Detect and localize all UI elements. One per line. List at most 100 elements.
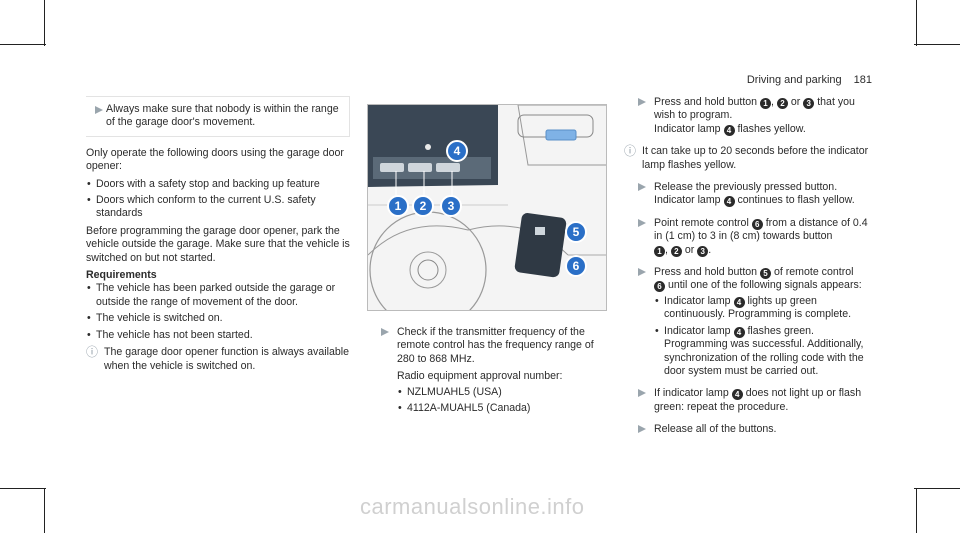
text: from a distance of 0.4 in (1 cm) to 3 in…: [654, 216, 868, 243]
arrow-icon: [638, 218, 646, 227]
badge-6: 6: [751, 218, 763, 230]
step-check-frequency: Check if the transmitter frequency of th…: [367, 326, 607, 416]
list-item: Indicator lamp 4 lights up green continu…: [654, 295, 874, 322]
badge-1: 1: [654, 245, 665, 257]
column-middle: Check if the transmitter frequency of th…: [367, 326, 607, 424]
signal-list: Indicator lamp 4 lights up green continu…: [654, 295, 874, 378]
text: of remote control: [773, 266, 854, 279]
callout-1: 1: [387, 195, 409, 217]
approval-list: NZLMUAHL5 (USA) 4112A-MUAHL5 (Canada): [397, 386, 607, 416]
garage-opener-illustration: 1 2 3 4 5 6: [367, 104, 607, 311]
step-press-hold: Press and hold button 1, 2 or 3 that you…: [624, 96, 874, 136]
badge-4: 4: [731, 389, 743, 401]
list-item: Doors which conform to the current U.S. …: [86, 194, 350, 221]
callout-3: 3: [440, 195, 462, 217]
step-text: Release all of the buttons.: [654, 423, 777, 436]
list-item: Indicator lamp 4 flashes green. Programm…: [654, 325, 874, 379]
step-repeat: If indicator lamp 4 does not light up or…: [624, 387, 874, 414]
text: lights up green continuously. Programmin…: [664, 294, 852, 321]
step-release-all: Release all of the buttons.: [624, 423, 874, 436]
step-point-remote: Point remote control 6 from a distance o…: [624, 217, 874, 257]
crop-mark: [914, 44, 960, 45]
badge-4: 4: [723, 124, 735, 136]
step-text: Check if the transmitter frequency of th…: [397, 326, 594, 365]
radio-label: Radio equipment approval number:: [397, 370, 563, 383]
column-left: Always make sure that nobody is within t…: [86, 96, 350, 382]
watermark: carmanualsonline.info: [360, 494, 585, 519]
step-press-button-5: Press and hold button 5 of remote contro…: [624, 266, 874, 378]
arrow-icon: [638, 183, 646, 192]
text: Indicator lamp: [654, 194, 721, 207]
text: Press and hold button: [654, 266, 758, 279]
text: Point remote control: [654, 216, 749, 229]
callout-5: 5: [565, 221, 587, 243]
arrow-icon: [638, 425, 646, 434]
step-text: Press and hold button 5 of remote contro…: [654, 266, 874, 293]
car-interior-drawing: [368, 105, 606, 310]
note-text: Always make sure that nobody is within t…: [106, 103, 339, 129]
badge-3: 3: [697, 245, 709, 257]
arrow-icon: [381, 328, 389, 336]
text: or: [790, 96, 801, 108]
text: flashes green. Programming was successfu…: [664, 324, 864, 377]
step-release: Release the previously pressed button. I…: [624, 181, 874, 208]
info-icon: ⓘ: [86, 345, 99, 360]
step-text: Press and hold button 1, 2 or 3 that you…: [654, 96, 874, 136]
crop-mark: [44, 488, 45, 533]
step-text: Release the previously pressed button.: [654, 181, 838, 194]
arrow-icon: [95, 106, 103, 114]
step-text: If indicator lamp 4 does not light up or…: [654, 387, 874, 414]
list-item: The vehicle has not been started.: [86, 329, 350, 343]
callout-2: 2: [412, 195, 434, 217]
crop-mark: [0, 488, 46, 489]
text: until one of the following signals appea…: [667, 279, 862, 292]
info-text: It can take up to 20 seconds before the …: [642, 145, 869, 171]
badge-4: 4: [733, 326, 745, 338]
step-text: Indicator lamp 4 continues to flash yell…: [654, 194, 874, 208]
arrow-icon: [638, 98, 646, 106]
text: Indicator lamp: [664, 324, 731, 337]
badge-4: 4: [723, 196, 735, 208]
arrow-icon: [638, 268, 646, 277]
badge-2: 2: [776, 98, 788, 109]
text: does not light up or flash green: repeat…: [654, 387, 862, 413]
crop-mark: [916, 488, 917, 533]
column-right: Press and hold button 1, 2 or 3 that you…: [624, 96, 874, 446]
badge-5: 5: [760, 268, 772, 280]
text: continues to flash yellow.: [737, 194, 855, 207]
badge-6: 6: [654, 281, 665, 293]
page-number: 181: [853, 74, 872, 86]
arrow-icon: [638, 389, 646, 398]
badge-2: 2: [670, 245, 682, 257]
page-header: Driving and parking 181: [747, 74, 872, 87]
requirements-list: The vehicle has been parked outside the …: [86, 282, 350, 342]
badge-1: 1: [760, 98, 772, 109]
crop-mark: [44, 0, 45, 46]
info-text: The garage door opener function is alway…: [104, 346, 349, 372]
text: flashes yellow.: [737, 122, 806, 135]
badge-3: 3: [803, 98, 815, 109]
callout-6: 6: [565, 255, 587, 277]
callout-4: 4: [446, 140, 468, 162]
crop-mark: [916, 0, 917, 46]
before-text: Before programming the garage door opene…: [86, 224, 350, 264]
text: ,: [771, 96, 774, 108]
info-note: ⓘ It can take up to 20 seconds before th…: [624, 144, 874, 172]
list-item: Doors with a safety stop and backing up …: [86, 178, 350, 192]
text: Indicator lamp: [664, 294, 731, 307]
step-text: Point remote control 6 from a distance o…: [654, 217, 874, 257]
text: Press and hold button: [654, 96, 758, 108]
warning-note: Always make sure that nobody is within t…: [86, 96, 350, 137]
list-item: The vehicle has been parked outside the …: [86, 282, 350, 309]
info-icon: ⓘ: [624, 144, 637, 159]
list-item: 4112A-MUAHL5 (Canada): [397, 402, 607, 416]
text: .: [708, 243, 712, 256]
intro-text: Only operate the following doors using t…: [86, 146, 344, 173]
text: Indicator lamp: [654, 122, 721, 135]
requirements-heading: Requirements: [86, 269, 157, 282]
crop-mark: [0, 44, 46, 45]
badge-4: 4: [733, 296, 745, 308]
crop-mark: [914, 488, 960, 489]
text: If indicator lamp: [654, 387, 729, 400]
list-item: The vehicle is switched on.: [86, 312, 350, 326]
